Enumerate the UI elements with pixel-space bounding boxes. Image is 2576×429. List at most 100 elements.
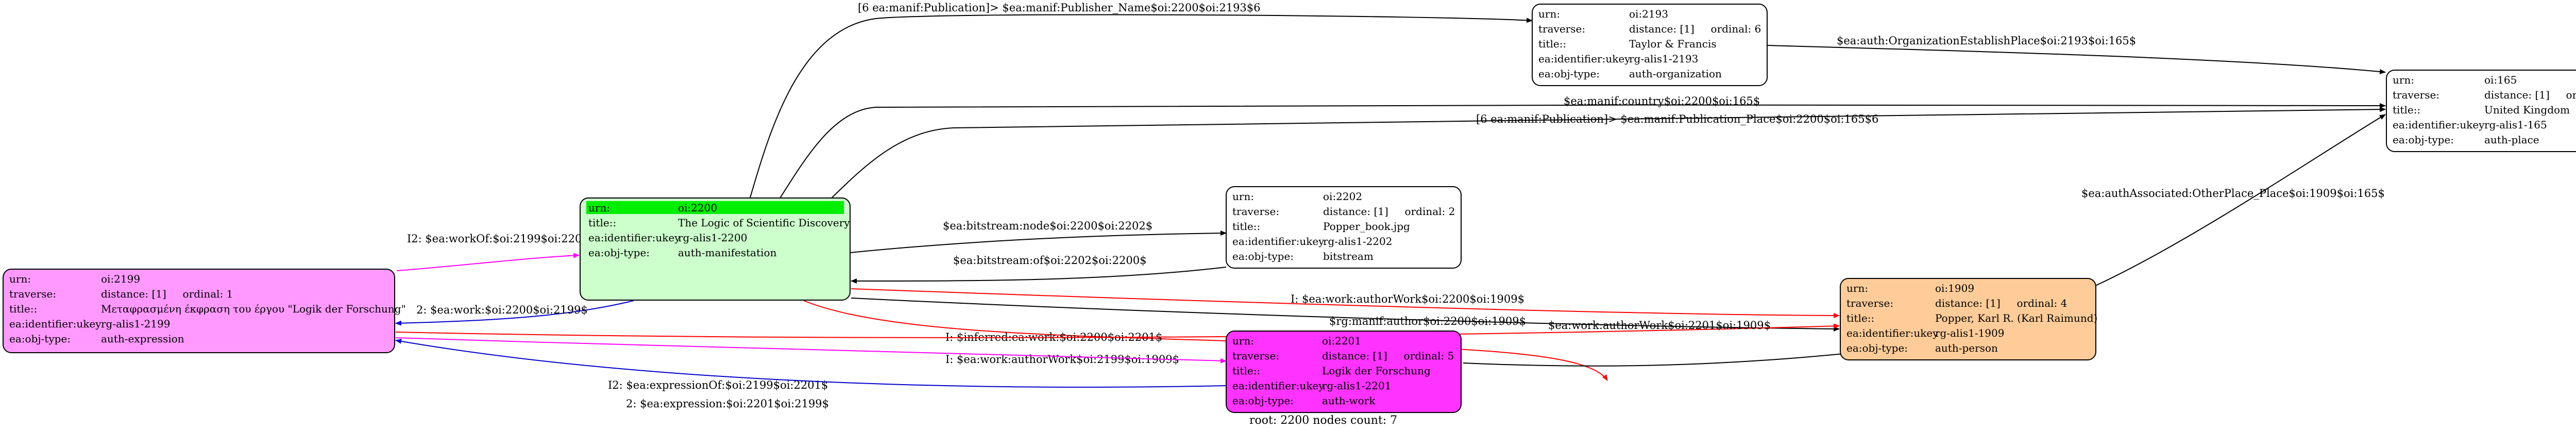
node-value: auth-place [2484,134,2539,146]
edge-expression-work [395,300,634,326]
node-key: urn: [1538,8,1560,20]
graph-footer: root: 2200 nodes count: 7 [1249,414,1397,427]
edge-label-publisher-name: [6 ea:manif:Publication]> $ea:manif:Publ… [858,2,1261,14]
edge-label-establish-place: $ea:auth:OrganizationEstablishPlace$oi:2… [1837,35,2136,47]
node-oi-2201[interactable]: urn: oi:2201 traverse: distance: [1] ord… [1226,331,1462,413]
root-hit-highlight [586,201,844,214]
node-value: rg-alis1-2201 [1322,380,1391,392]
node-value: auth-expression [101,333,184,345]
edge-label-associated-place: $ea:authAssociated:OtherPlace_Place$oi:1… [2081,187,2385,200]
node-value: oi:2200 [678,202,717,214]
node-value: oi:2193 [1629,8,1668,20]
node-key: urn: [1232,335,1254,347]
edge-label-manif-country: $ea:manif:country$oi:2200$oi:165$ [1564,95,1760,107]
node-key: title:: [9,303,37,315]
node-value: rg-alis1-1909 [1935,327,2004,339]
node-value: auth-person [1935,342,1998,354]
node-key: title:: [1538,38,1566,50]
edge-label-author-2201: $ea:work:authorWork$oi:2201$oi:1909$ [1548,319,1771,332]
node-oi-2200[interactable]: urn: oi:2200 title:: The Logic of Scient… [580,197,851,301]
node-oi-2199[interactable]: urn: oi:2199 traverse: distance: [1] ord… [3,269,406,353]
node-key: traverse: [1538,23,1585,35]
node-key: title:: [1846,312,1874,324]
node-key: title:: [588,217,616,229]
node-value: United Kingdom [2484,104,2570,116]
node-key: ea:identifier:ukey [588,232,681,244]
node-value: oi:2199 [101,273,140,285]
node-value: Taylor & Francis [1629,38,1717,50]
node-key: traverse: [1232,350,1279,362]
node-value: rg-alis1-2199 [101,318,170,330]
node-value: auth-work [1322,394,1376,407]
node-oi-2193[interactable]: urn: oi:2193 traverse: distance: [1] ord… [1532,4,1768,86]
node-key: urn: [1232,190,1254,203]
node-value: rg-alis1-165 [2484,119,2547,131]
edge-label-work-of: I2: $ea:workOf:$oi:2199$oi:2200$ [407,233,596,245]
edge-work-of [396,253,580,271]
node-key: urn: [2393,74,2414,86]
edge-establish-place [1767,45,2386,74]
edge-inferred-work [803,300,1608,381]
node-key: ea:identifier:ukey [1538,53,1631,65]
node-value: The Logic of Scientific Discovery [678,217,850,229]
node-key: ea:obj-type: [1538,68,1600,80]
edge-associated-place [2094,114,2386,287]
edge-bitstream-of [851,267,1227,284]
node-value: distance: [1] ordinal: 3 [2484,89,2576,101]
edge-author-2201 [1463,348,1885,367]
node-value: oi:2201 [1322,335,1361,347]
edge-label-rg-manif-author: $rg:manif:author$oi:2200$oi:1909$ [1329,315,1526,327]
node-value: oi:1909 [1935,282,1974,294]
node-key: traverse: [1232,205,1279,218]
node-key: ea:identifier:ukey [1232,235,1325,248]
node-key: ea:obj-type: [1232,250,1294,262]
node-key: ea:identifier:ukey [1846,327,1939,339]
edge-publisher-name [736,14,1533,242]
node-key: ea:identifier:ukey [1232,380,1325,392]
node-oi-1909[interactable]: urn: oi:1909 traverse: distance: [1] ord… [1840,278,2097,360]
node-value: oi:165 [2484,74,2517,86]
edge-work-author [851,288,1840,318]
node-value: distance: [1] ordinal: 4 [1935,297,2067,309]
node-value: auth-manifestation [678,246,777,259]
node-key: ea:obj-type: [2393,134,2454,146]
node-value: rg-alis1-2200 [678,232,747,244]
node-key: title:: [1232,220,1260,233]
edge-work-author-2199 [395,323,1840,338]
node-key: ea:obj-type: [9,333,71,345]
edge-label-work-author-2199: I: $ea:work:authorWork$oi:2199$oi:1909$ [945,353,1179,366]
edge-label-bitstream-of: $ea:bitstream:of$oi:2202$oi:2200$ [953,254,1146,267]
node-oi-2202[interactable]: urn: oi:2202 traverse: distance: [1] ord… [1226,186,1462,269]
edge-label-bitstream-node: $ea:bitstream:node$oi:2200$oi:2202$ [943,220,1153,232]
node-value: distance: [1] ordinal: 2 [1323,205,1455,218]
node-value: Μεταφρασμένη έκφραση του έργου "Logik de… [101,303,406,315]
node-value: rg-alis1-2202 [1323,235,1392,248]
edge-label-publication-place: [6 ea:manif:Publication]> $ea:manif:Publ… [1476,113,1878,125]
node-key: ea:identifier:ukey [9,318,101,330]
node-key: title:: [2393,104,2420,116]
node-key: ea:obj-type: [1232,394,1294,407]
node-key: traverse: [1846,297,1893,309]
node-value: Popper, Karl R. (Karl Raimund) [1935,312,2097,324]
node-value: distance: [1] ordinal: 6 [1629,23,1761,35]
node-key: traverse: [9,288,56,300]
node-value: distance: [1] ordinal: 5 [1322,350,1454,362]
node-key: urn: [1846,282,1868,294]
node-value: bitstream [1323,250,1374,262]
node-value: Popper_book.jpg [1323,220,1410,233]
edge-label-expression-work: 2: $ea:work:$oi:2200$oi:2199$ [416,304,588,316]
edge-label-work-author: I: $ea:work:authorWork$oi:2200$oi:1909$ [1291,293,1524,305]
edge-label-expression-of: I2: $ea:expressionOf:$oi:2199$oi:2201$ [608,379,828,391]
node-key: ea:identifier:ukey [2393,119,2485,131]
node-value: distance: [1] ordinal: 1 [101,288,233,300]
node-key: ea:obj-type: [1846,342,1908,354]
node-key: urn: [9,273,31,285]
node-key: title:: [1232,365,1260,377]
node-value: rg-alis1-2193 [1629,53,1698,65]
edge-label-expression-2201: 2: $ea:expression:$oi:2201$oi:2199$ [626,398,829,410]
node-oi-165[interactable]: urn: oi:165 traverse: distance: [1] ordi… [2386,70,2576,152]
node-value: oi:2202 [1323,190,1362,203]
node-key: ea:obj-type: [588,246,650,259]
node-key: urn: [588,202,610,214]
